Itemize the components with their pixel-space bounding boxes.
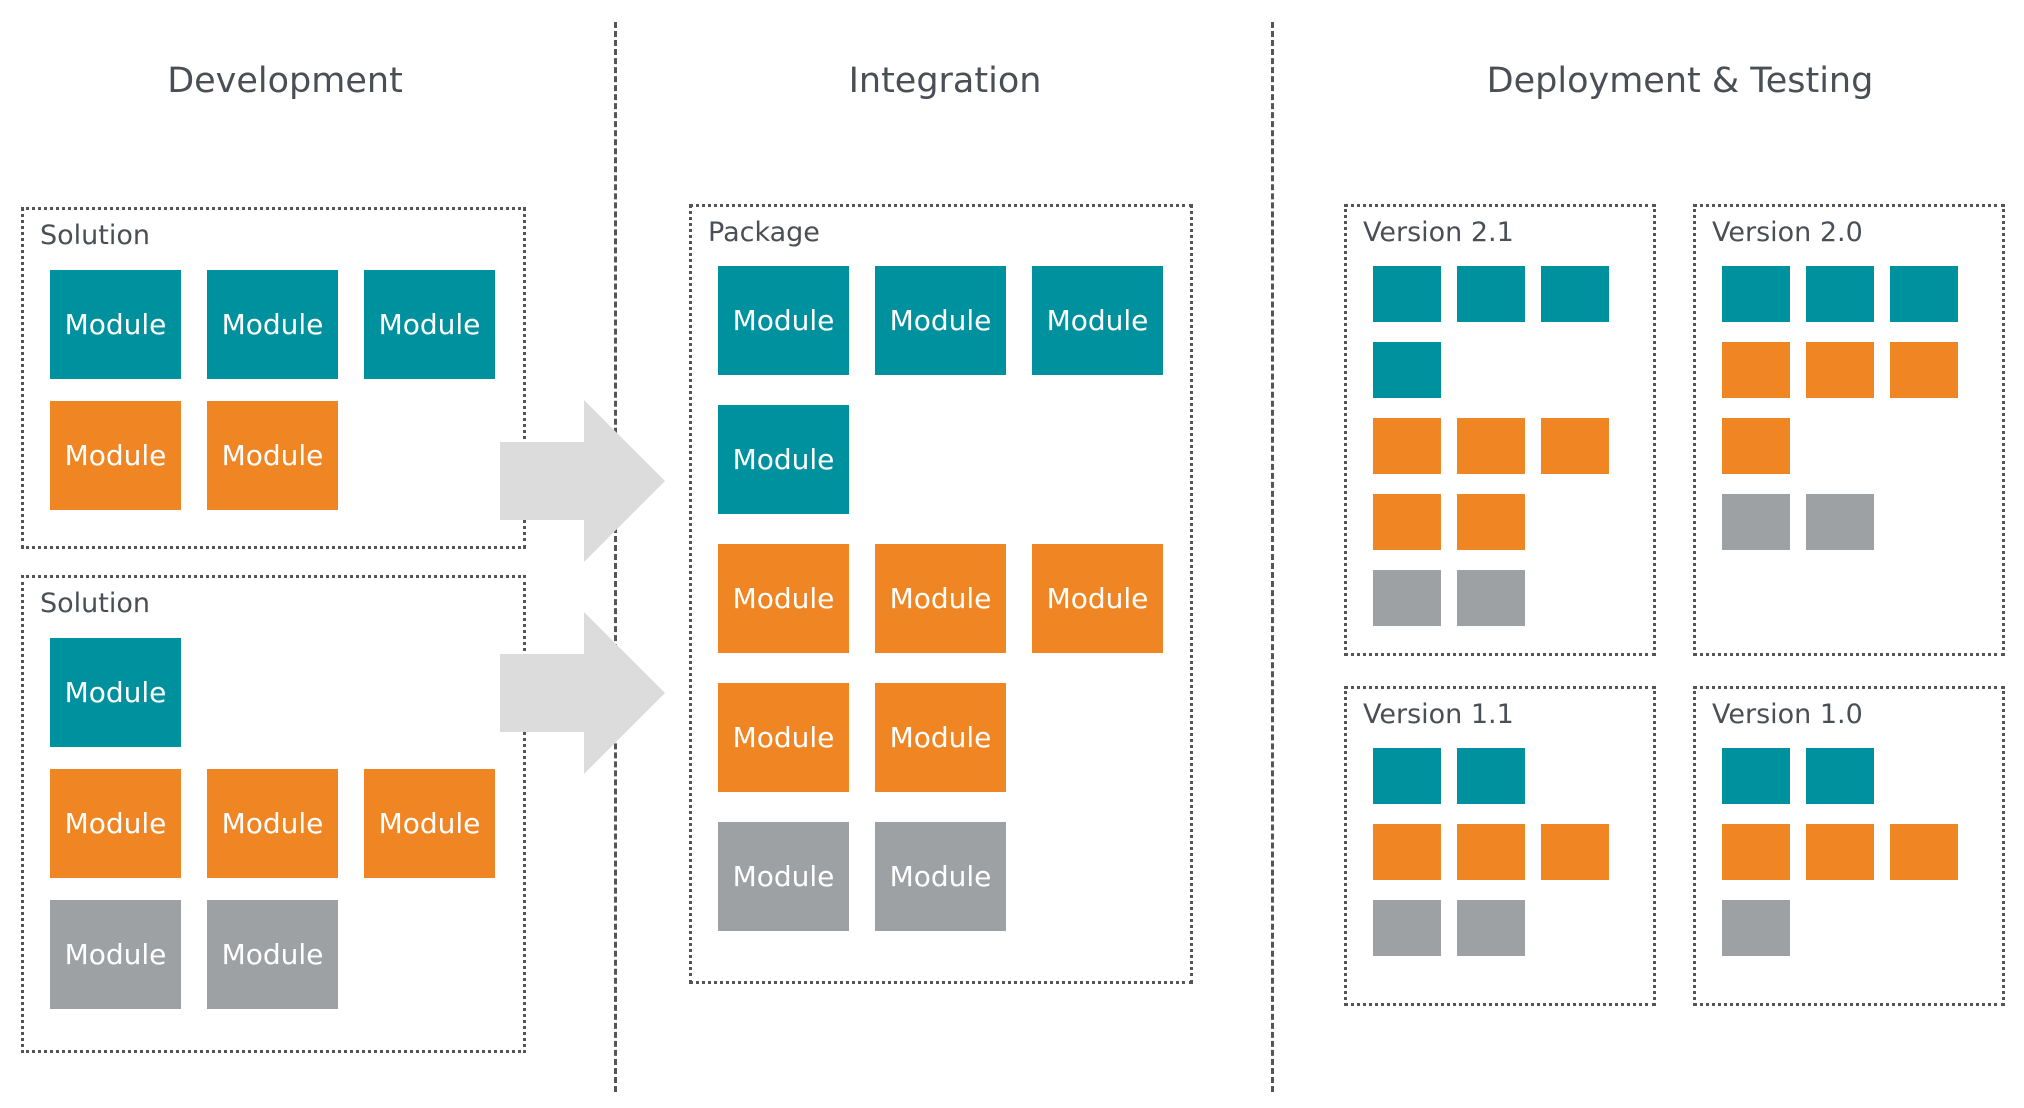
teal-module-block xyxy=(1722,266,1790,322)
orange-module-block xyxy=(1541,418,1609,474)
gray-module-block xyxy=(1722,900,1790,956)
teal-module-block xyxy=(1541,266,1609,322)
arrow-solution-2-to-package xyxy=(500,612,665,774)
teal-module: Module xyxy=(207,270,338,379)
teal-module: Module xyxy=(364,270,495,379)
teal-module-block xyxy=(1373,748,1441,804)
teal-module-block xyxy=(1457,266,1525,322)
column-divider-right xyxy=(1271,22,1274,1092)
gray-module: Module xyxy=(718,822,849,931)
deployment-testing-title: Deployment & Testing xyxy=(1486,61,1874,101)
orange-module-block xyxy=(1806,824,1874,880)
teal-module: Module xyxy=(50,638,181,747)
gray-module-block xyxy=(1373,900,1441,956)
orange-module: Module xyxy=(875,683,1006,792)
teal-module-block xyxy=(1722,748,1790,804)
gray-module-block xyxy=(1373,570,1441,626)
version-frame-1-0: Version 1.0 xyxy=(1693,686,2005,1006)
orange-module-block xyxy=(1890,824,1958,880)
orange-module: Module xyxy=(207,401,338,510)
orange-module: Module xyxy=(207,769,338,878)
gray-module-block xyxy=(1806,494,1874,550)
orange-module-block xyxy=(1457,418,1525,474)
orange-module-block xyxy=(1722,342,1790,398)
teal-module-block xyxy=(1373,342,1441,398)
orange-module-block xyxy=(1457,494,1525,550)
orange-module: Module xyxy=(50,401,181,510)
version-frame-2-1: Version 2.1 xyxy=(1344,204,1656,656)
orange-module: Module xyxy=(364,769,495,878)
teal-module: Module xyxy=(50,270,181,379)
package-label: Package xyxy=(708,217,820,248)
teal-module: Module xyxy=(1032,266,1163,375)
gray-module-block xyxy=(1722,494,1790,550)
column-divider-left xyxy=(614,22,617,1092)
orange-module-block xyxy=(1722,824,1790,880)
orange-module-block xyxy=(1373,824,1441,880)
teal-module-block xyxy=(1806,266,1874,322)
gray-module: Module xyxy=(50,900,181,1009)
development-title: Development xyxy=(167,61,403,101)
orange-module-block xyxy=(1541,824,1609,880)
orange-module-block xyxy=(1806,342,1874,398)
version-label: Version 2.1 xyxy=(1363,217,1514,248)
teal-module: Module xyxy=(875,266,1006,375)
orange-module: Module xyxy=(718,683,849,792)
version-frame-1-1: Version 1.1 xyxy=(1344,686,1656,1006)
orange-module-block xyxy=(1890,342,1958,398)
orange-module-block xyxy=(1457,824,1525,880)
orange-module-block xyxy=(1722,418,1790,474)
teal-module: Module xyxy=(718,405,849,514)
teal-module-block xyxy=(1457,748,1525,804)
orange-module: Module xyxy=(875,544,1006,653)
solution-label: Solution xyxy=(40,588,150,619)
gray-module: Module xyxy=(875,822,1006,931)
arrow-solution-1-to-package xyxy=(500,400,665,562)
teal-module-block xyxy=(1806,748,1874,804)
gray-module-block xyxy=(1457,900,1525,956)
teal-module: Module xyxy=(718,266,849,375)
integration-title: Integration xyxy=(848,61,1042,101)
teal-module-block xyxy=(1373,266,1441,322)
version-frame-2-0: Version 2.0 xyxy=(1693,204,2005,656)
orange-module-block xyxy=(1373,494,1441,550)
orange-module-block xyxy=(1373,418,1441,474)
gray-module: Module xyxy=(207,900,338,1009)
version-label: Version 1.0 xyxy=(1712,699,1863,730)
version-label: Version 1.1 xyxy=(1363,699,1514,730)
orange-module: Module xyxy=(50,769,181,878)
orange-module: Module xyxy=(718,544,849,653)
gray-module-block xyxy=(1457,570,1525,626)
teal-module-block xyxy=(1890,266,1958,322)
version-label: Version 2.0 xyxy=(1712,217,1863,248)
solution-label: Solution xyxy=(40,220,150,251)
orange-module: Module xyxy=(1032,544,1163,653)
